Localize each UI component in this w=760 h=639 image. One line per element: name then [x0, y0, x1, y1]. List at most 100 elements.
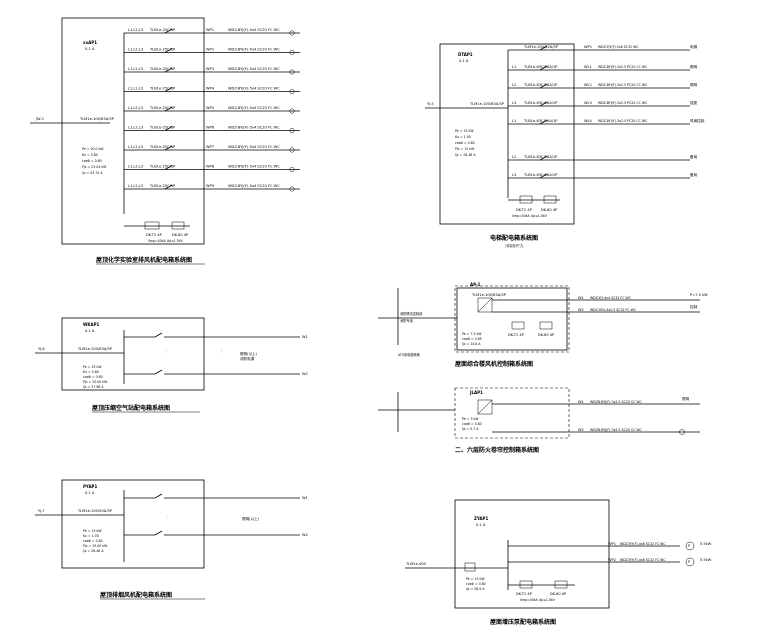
- panel-box: [61, 317, 205, 391]
- panel-rating: 0.1 A: [476, 523, 486, 527]
- branch-circuit: W2 WDZ-RVV-4x2.5 SC32 FC WC 控制: [492, 304, 700, 313]
- svg-text:DK-60 4P: DK-60 4P: [541, 208, 558, 212]
- diagram-subtitle: (非实际尺寸): [505, 243, 523, 248]
- diagram-exhaust-fan-panel: xxAP1 0.1 A JW-1 TLM1e-100/63A/3P Pe = 2…: [30, 17, 300, 265]
- svg-text:WP1: WP1: [608, 542, 616, 546]
- svg-text:cosΦ = 0.80: cosΦ = 0.80: [83, 539, 103, 543]
- phase-label: L2: [512, 83, 516, 87]
- cable-spec: WDZ-BYJ(F)-5x4 SC20 FC WC: [228, 145, 280, 149]
- main-breaker: TLM1e-100/63A/3P: [77, 347, 113, 351]
- svg-text:Pe = 15 kW: Pe = 15 kW: [83, 529, 102, 533]
- svg-text:Pe = 25 kW: Pe = 25 kW: [83, 365, 102, 369]
- circuit-id: WP2: [206, 48, 214, 52]
- svg-text:Iimp=40kA Up≤1.5kV: Iimp=40kA Up≤1.5kV: [512, 214, 548, 218]
- load-params: Pe = 7.5 kW cosΦ = 0.85 Ijs = 14.6 A: [462, 332, 482, 346]
- svg-text:DK-60 4P: DK-60 4P: [172, 233, 189, 237]
- surge-protector: DK-T2 4P DK-60 4P Iimp=40kA Up≤1.5kV: [124, 221, 190, 243]
- svg-text:Pe = 20.0 kW: Pe = 20.0 kW: [82, 147, 104, 151]
- panel-name: PYAP1: [83, 484, 97, 489]
- svg-text:DK-T2 4P: DK-T2 4P: [516, 208, 533, 212]
- panel-name: JLAP1: [469, 390, 483, 395]
- circuit-id: WP7: [206, 145, 214, 149]
- svg-text:Iimp=40kA Up≤1.5kV: Iimp=40kA Up≤1.5kV: [148, 239, 184, 243]
- svg-text:Ijs = 14.6 A: Ijs = 14.6 A: [462, 342, 481, 346]
- phase-label: L1,L2,L3: [128, 106, 143, 110]
- load-params: Pe = 3 kW cosΦ = 0.80 Ijs = 5.7 A: [462, 417, 482, 431]
- svg-text:Pjs = 15 kW: Pjs = 15 kW: [455, 147, 475, 151]
- load-params: Pe = 15 kW Kx = 1.00 cosΦ = 0.80 Pjs = 1…: [455, 129, 476, 157]
- svg-text:W2: W2: [578, 428, 584, 432]
- diagram-compressed-air-panel: WKAP1 0.1 A YJ-8 TLM1e-100/63A/3P Pe = 2…: [35, 317, 308, 413]
- svg-text:DK-T2 4P: DK-T2 4P: [508, 333, 525, 337]
- branch-circuit: W1 WDZ-YJY-4x4 SC32 FC WC P=7.5 kW: [492, 293, 708, 301]
- branch-breaker: TLB1e-25C/3P: [149, 126, 176, 130]
- branch-note: 照明(以上): [242, 516, 260, 521]
- circuit-id: WL3: [584, 101, 592, 105]
- panel-rating: 0.1 A: [85, 47, 95, 51]
- svg-text:WDZ-YJY-4x4 SC32 FC WC: WDZ-YJY-4x4 SC32 FC WC: [590, 296, 632, 300]
- diagram-title: 电梯配电箱系统图: [490, 234, 538, 242]
- svg-text:W1: W1: [578, 296, 584, 300]
- contactor-symbol: [477, 297, 493, 313]
- panel-box: [61, 17, 205, 245]
- branch-note: 照明(以上): [240, 351, 258, 356]
- diagram-title: 二、六层防火卷帘控制箱系统图: [455, 446, 539, 454]
- branch-breaker: TLB1e-25C/3P: [149, 67, 176, 71]
- fan-symbol: [289, 89, 295, 94]
- svg-text:Kx = 1.00: Kx = 1.00: [455, 135, 471, 139]
- phase-label: L1,L2,L3: [128, 87, 143, 91]
- diagram-title: 屋顶排烟风机配电箱系统图: [100, 591, 172, 599]
- svg-text:Ijs = 43.74 A: Ijs = 43.74 A: [82, 171, 103, 175]
- circuit-id: WP8: [206, 165, 215, 169]
- branch-note: 消防电源: [240, 356, 255, 361]
- cable-spec: WDZ-BYJ(F)-5x4 SC20 FC WC: [228, 87, 280, 91]
- phase-label: L1,L2,L3: [128, 165, 143, 169]
- circuit-id: WL2: [584, 83, 592, 87]
- svg-text:WDZN-BYJ(F)-3x2.5 SC20 CC WC: WDZN-BYJ(F)-3x2.5 SC20 CC WC: [590, 428, 643, 432]
- branch-breaker: TLB1e-63C/16A/1P: [523, 119, 558, 123]
- diagram-booster-pump-panel: ZYAP1 0.1 A TLM1e-400 Pe = 15 kW cosΦ = …: [405, 499, 712, 626]
- svg-text:Pe = 15 kW: Pe = 15 kW: [466, 577, 485, 581]
- branch-circuit: WP2 WDZ-YJY(F)-4x6 SC32 FC WC P 5.5kW: [508, 557, 712, 567]
- branch-circuit: WP1 WDZ-YJY(F)-4x6 SC32 FC WC P 5.5kW: [508, 541, 712, 551]
- phase-label: L1,L2,L3: [128, 67, 143, 71]
- branch-breaker: TLB1e-63C/16A/1P: [523, 155, 558, 159]
- load-label: 照明: [690, 64, 698, 69]
- circuit-id: WP3: [206, 67, 214, 71]
- panel-box: [61, 479, 205, 569]
- diagram-fire-shutter-box: JLAP1 Pe = 3 kW cosΦ = 0.80 Ijs = 5.7 A …: [378, 387, 700, 454]
- branch-breaker: TLB1e-63C/16A/1P: [523, 83, 558, 87]
- surge-protector: DK-T2 4P DK-60 4P: [508, 321, 555, 337]
- svg-text:W1: W1: [302, 335, 308, 339]
- load-label: 备用: [690, 172, 698, 177]
- svg-text:cosΦ = 0.80: cosΦ = 0.80: [466, 582, 486, 586]
- main-breaker: TLM1e-100/63A/3P: [79, 117, 115, 121]
- svg-text:W2: W2: [302, 533, 308, 537]
- contactor-symbol: [477, 399, 493, 415]
- phase-label: L1,L2,L3: [128, 145, 143, 149]
- incoming-label: YJ-7: [38, 509, 45, 513]
- cable-spec: WDZ-BYJ(F)-5x4 SC20 FC WC: [228, 48, 280, 52]
- svg-text:照明: 照明: [682, 396, 690, 401]
- phase-label: L1: [512, 65, 516, 69]
- load-label: 插座: [690, 100, 698, 105]
- fan-symbol: [289, 108, 295, 114]
- phase-label: L1,L2,L3: [128, 48, 143, 52]
- load-label: 电梯: [690, 44, 698, 49]
- panel-name: DTAP1: [458, 52, 473, 57]
- svg-text:WDZ-YJY(F)-4x6 SC32 FC WC: WDZ-YJY(F)-4x6 SC32 FC WC: [620, 558, 666, 562]
- svg-text:cosΦ = 0.80: cosΦ = 0.80: [83, 375, 103, 379]
- circuit-id: WP1: [584, 45, 592, 49]
- diagram-title: 屋面综合楼风机控制箱系统图: [455, 360, 533, 368]
- circuit-id: WP9: [206, 184, 215, 188]
- fan-symbol: [289, 69, 295, 75]
- svg-text:P: P: [688, 544, 691, 548]
- incoming-label: YJ-8: [38, 347, 45, 351]
